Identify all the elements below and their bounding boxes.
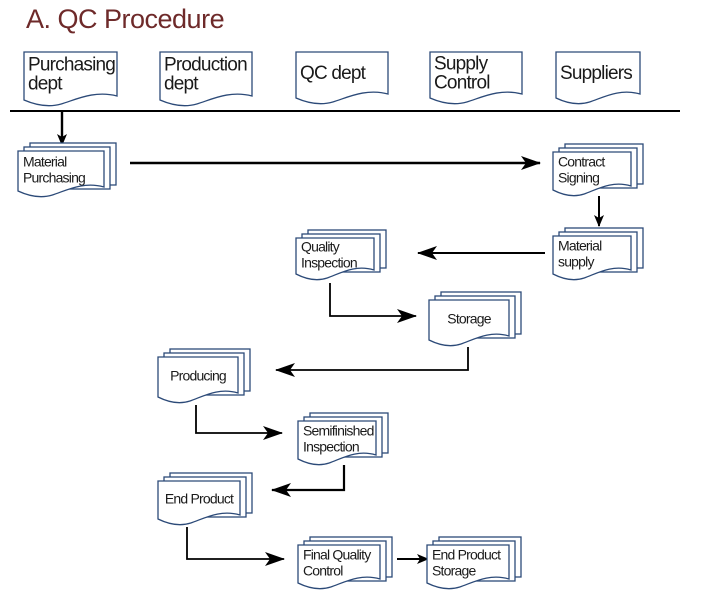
label-line: Storage [432,563,476,579]
label-line: Production [164,55,247,76]
flow-arrow-end-product-to-final-quality-control [186,527,285,566]
label-line: Final Quality [303,547,371,563]
label-line: Purchasing [23,170,85,186]
label-line: Storage [447,311,491,327]
label-line: End Product [432,547,501,563]
label-line: Material [558,238,602,254]
document-shape [23,51,118,107]
flow-arrow-quality-inspection-to-storage [329,283,417,323]
label-line: Signing [558,170,599,186]
document-shape [295,51,389,105]
document-shape [157,356,239,404]
document-shape [297,544,381,590]
document-shape [157,480,241,526]
lane-header-qc: QC dept [295,51,389,105]
document-shape [552,235,632,281]
label-line: Inspection [301,255,357,271]
document-shape [429,51,523,105]
document-shape [552,151,632,197]
flow-arrow-semifinished-inspection-to-end-product [271,465,346,497]
label-line: Supply [434,54,489,75]
document-shape [17,150,105,198]
label-line: QC dept [300,63,367,84]
step-producing: Producing [157,348,251,404]
label-line: Semifinished [303,423,374,439]
label-line: dept [164,74,199,95]
flow-arrow-storage-to-producing [275,347,469,377]
diagram-title: A. QC Procedure [26,4,225,34]
document-shape [295,237,375,281]
step-end-product: End Product [157,472,253,526]
label-line: Suppliers [560,63,632,84]
label-line: supply [558,254,594,270]
lane-header-suppliers: Suppliers [555,51,641,105]
document-shape [555,51,641,105]
label-line: Material [23,154,67,170]
flow-arrow-producing-to-semifinished-inspection [195,405,283,440]
label-line: Control [303,563,343,579]
label-line: Contract [558,154,605,170]
label-line: Quality [301,239,340,255]
step-storage: Storage [428,291,522,347]
label-line: End Product [165,491,234,507]
label-line: Control [434,73,490,94]
document-shape [297,420,377,466]
label-line: Producing [170,368,226,384]
document-shape [159,51,253,107]
document-shape [428,299,510,347]
label-line: Purchasing [28,55,115,76]
label-line: Inspection [303,439,359,455]
label-line: dept [28,74,63,95]
document-shape [426,544,510,590]
